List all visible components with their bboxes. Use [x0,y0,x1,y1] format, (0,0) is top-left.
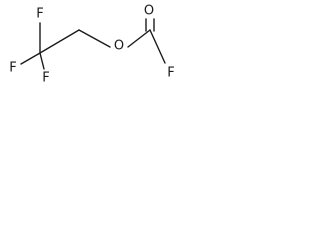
atom-f-left: F [9,61,16,76]
atom-o-ester: O [114,39,124,54]
atom-labels: F F F O O F [9,4,174,86]
bonds [20,18,166,70]
structural-formula: F F F O O F [9,4,174,86]
bond-c3-f-acyl [149,29,166,64]
bond-c1-c2 [39,29,80,54]
atom-f-acyl: F [167,66,174,81]
atom-f-top: F [36,7,43,22]
bond-c2-o-ester [78,29,111,48]
bond-c1-f-bottom [39,52,45,70]
bond-o-ester-c3 [127,29,151,48]
atom-f-bottom: F [42,71,49,86]
atom-o-carbonyl: O [144,4,154,19]
bond-c1-f-left [20,52,41,65]
